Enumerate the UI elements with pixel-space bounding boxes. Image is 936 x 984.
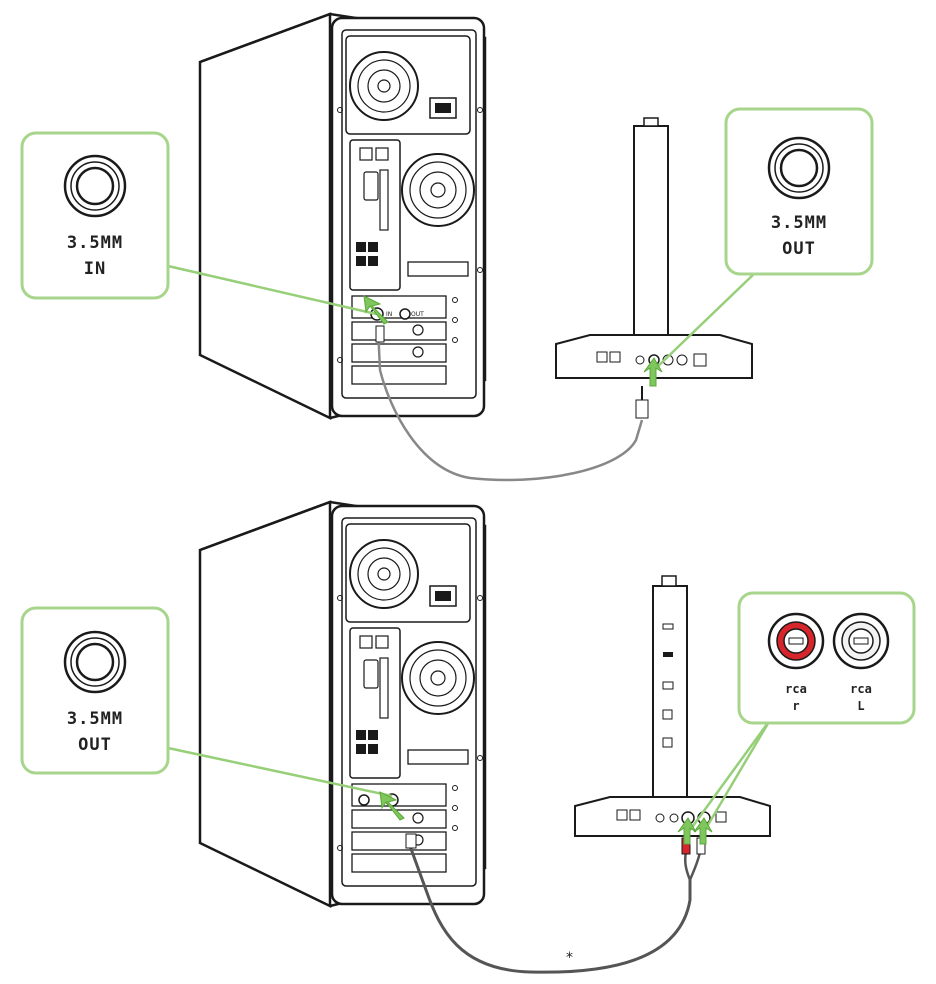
cable-note-asterisk: * (566, 950, 573, 966)
bottom-diagram: * 3.5MM OUT (22, 502, 914, 972)
callout-stand-line2: OUT (782, 239, 816, 259)
rca-right-label-1: rca (785, 682, 807, 696)
rca-left-label-2: L (857, 699, 864, 713)
callout-3-5mm-out-pc: 3.5MM OUT (22, 608, 168, 773)
callout-in-line2: IN (84, 259, 106, 279)
pc-port-label-out: OUT (411, 311, 424, 318)
jack-icon (65, 156, 125, 216)
pc-port-label-in: IN (386, 311, 392, 318)
rca-left-label-1: rca (850, 682, 872, 696)
jack-icon (769, 138, 829, 198)
jack-icon (65, 632, 125, 692)
rca-red-icon (769, 614, 823, 668)
rca-white-icon (834, 614, 888, 668)
top-diagram: IN OUT 3.5MM (22, 14, 872, 480)
callout-rca: rca r rca L (739, 593, 914, 723)
pc-tower-bottom (200, 502, 485, 906)
callout-3-5mm-out-stand: 3.5MM OUT (726, 109, 872, 274)
headphone-stand-top (556, 118, 752, 378)
rca-right-label-2: r (792, 699, 799, 713)
callout-pc-out-line1: 3.5MM (67, 709, 123, 729)
pc-tower-top (200, 14, 485, 418)
callout-3-5mm-in: 3.5MM IN (22, 133, 168, 298)
callout-stand-line1: 3.5MM (771, 213, 827, 233)
callout-in-line1: 3.5MM (67, 233, 123, 253)
callout-pc-out-line2: OUT (78, 735, 112, 755)
